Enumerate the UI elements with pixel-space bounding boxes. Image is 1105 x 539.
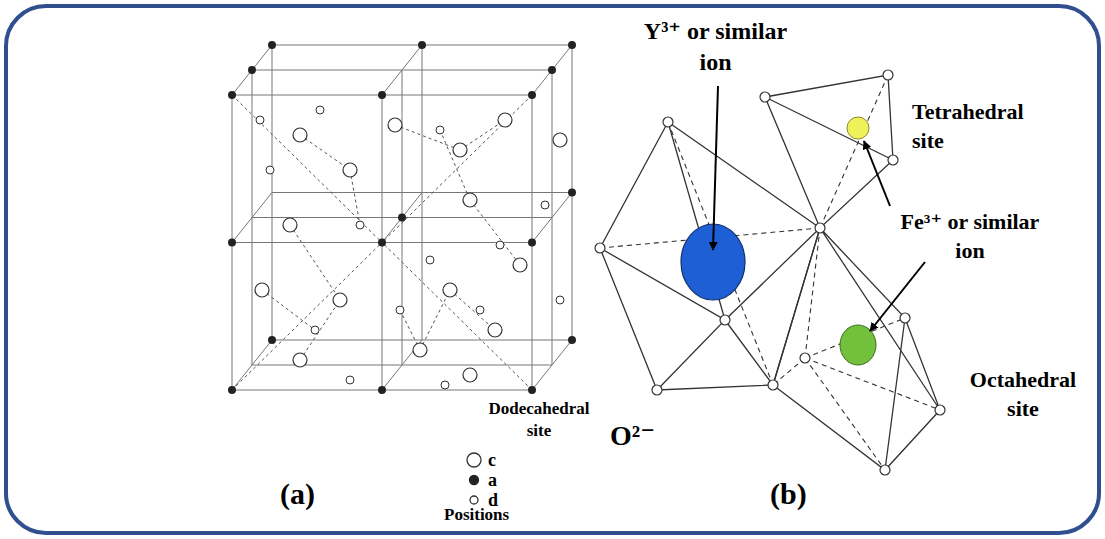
dodecahedron-edges (600, 122, 820, 390)
ion-label: Fe³⁺ or similar ion (885, 208, 1055, 265)
ion-label: Y³⁺ or similar ion (628, 16, 803, 78)
octahedron-edges (773, 228, 940, 470)
c-position-circles (255, 113, 567, 382)
a-position-dots (228, 41, 576, 394)
d-position-circles (256, 106, 564, 389)
legend-title: Positions (444, 504, 554, 526)
tetrahedral-ion (847, 117, 869, 139)
legend-symbol (464, 470, 484, 490)
oxygen-ions (595, 70, 945, 475)
pointer-arrow (713, 86, 718, 250)
tetrahedron-edges (765, 75, 893, 228)
panel-letter: (b) (770, 474, 840, 513)
legend-text: d (488, 490, 498, 510)
legend-row: c (464, 450, 496, 470)
legend-symbol (464, 490, 484, 510)
panel-letter: (a) (280, 474, 350, 513)
panel-border (6, 6, 1099, 533)
pointer-arrow (870, 262, 925, 331)
legend-circle (470, 476, 479, 485)
legend-row: a (464, 470, 497, 490)
ion-label: O²⁻ (610, 418, 680, 454)
octahedron-hidden-edges (773, 228, 940, 470)
legend-row: d (464, 490, 498, 510)
site-label: Octahedral site (958, 366, 1088, 423)
pointer-arrow (864, 141, 890, 206)
site-label: Dodecahedral site (478, 398, 600, 442)
legend-text: a (488, 470, 497, 490)
legend-text: c (488, 450, 496, 470)
legend-circle (467, 453, 481, 467)
tetrahedron-hidden-edges (820, 75, 888, 228)
dodecahedron-hidden-edges (600, 122, 820, 385)
legend-circle (470, 496, 478, 504)
site-label: Tetrahedral site (912, 98, 1052, 155)
legend-symbol (464, 450, 484, 470)
